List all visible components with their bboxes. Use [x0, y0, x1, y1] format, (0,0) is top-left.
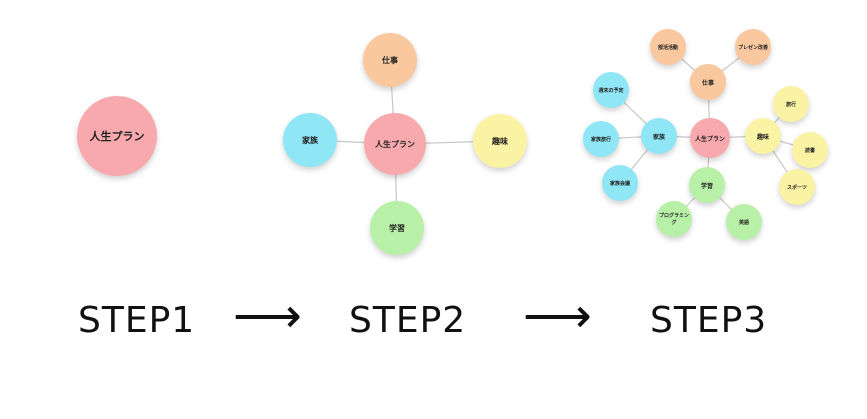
- step3-center-node: 人生プラン: [690, 118, 730, 158]
- step2-node-hobby: 趣味: [473, 114, 527, 168]
- step3-leaf-label: 週末の予定: [598, 87, 624, 94]
- step3-node-label: 学習: [700, 182, 713, 190]
- step3-leaf-english: 英語: [726, 204, 762, 240]
- step3-leaf-label: 英語: [738, 219, 749, 226]
- step3-leaf-reading: 読書: [792, 132, 828, 168]
- step2-node-family: 家族: [283, 113, 337, 167]
- step2-center-label: 人生プラン: [375, 139, 415, 149]
- step3-node-work: 仕事: [690, 64, 726, 100]
- step3-leaf-label: プレゼン改善: [738, 44, 769, 51]
- step1-center-label: 人生プラン: [89, 130, 145, 143]
- arrow-right-icon: ⟶: [233, 288, 302, 344]
- step3-leaf-weekend: 週末の予定: [593, 72, 629, 108]
- step1-center-node: 人生プラン: [77, 96, 157, 176]
- step3-leaf-sports: スポーツ: [779, 169, 815, 205]
- step3-label: STEP3: [650, 300, 768, 341]
- step3-node-label: 家族: [652, 133, 665, 141]
- step3-leaf-label: 家族旅行: [590, 136, 611, 143]
- step3-leaf-label: スポーツ: [787, 184, 807, 191]
- step3-leaf-presentation: プレゼン改善: [735, 29, 771, 65]
- step3-node-label: 仕事: [701, 79, 714, 87]
- step3-node-study: 学習: [689, 167, 725, 203]
- step2-node-study: 学習: [370, 201, 424, 255]
- step3-leaf-travel: 旅行: [773, 86, 809, 122]
- step2-node-label: 趣味: [492, 136, 508, 146]
- step3-leaf-programming: プログラミング: [656, 201, 692, 237]
- step3-leaf-club: 部活活動: [650, 29, 686, 65]
- step3-leaf-family-meeting: 家族会議: [602, 165, 638, 201]
- step3-leaf-family-trip: 家族旅行: [583, 121, 619, 157]
- step2-node-label: 仕事: [382, 55, 398, 65]
- step2-node-work: 仕事: [363, 33, 417, 87]
- step3-node-hobby: 趣味: [745, 118, 781, 154]
- step1-label: STEP1: [78, 300, 196, 341]
- step2-label: STEP2: [349, 300, 467, 341]
- step3-leaf-label: 旅行: [785, 101, 796, 108]
- step3-leaf-label: 部活活動: [657, 44, 678, 51]
- step3-node-family: 家族: [641, 118, 677, 154]
- step3-node-label: 趣味: [756, 133, 769, 141]
- step2-node-label: 家族: [302, 135, 318, 145]
- step3-leaf-label: 家族会議: [609, 180, 630, 187]
- step3-center-label: 人生プラン: [694, 135, 725, 143]
- arrow-right-icon: ⟶: [523, 288, 592, 344]
- step2-center-node: 人生プラン: [364, 113, 426, 175]
- step3-leaf-label: プログラミング: [659, 213, 690, 226]
- step3-leaf-label: 読書: [804, 147, 815, 154]
- step2-node-label: 学習: [389, 223, 405, 233]
